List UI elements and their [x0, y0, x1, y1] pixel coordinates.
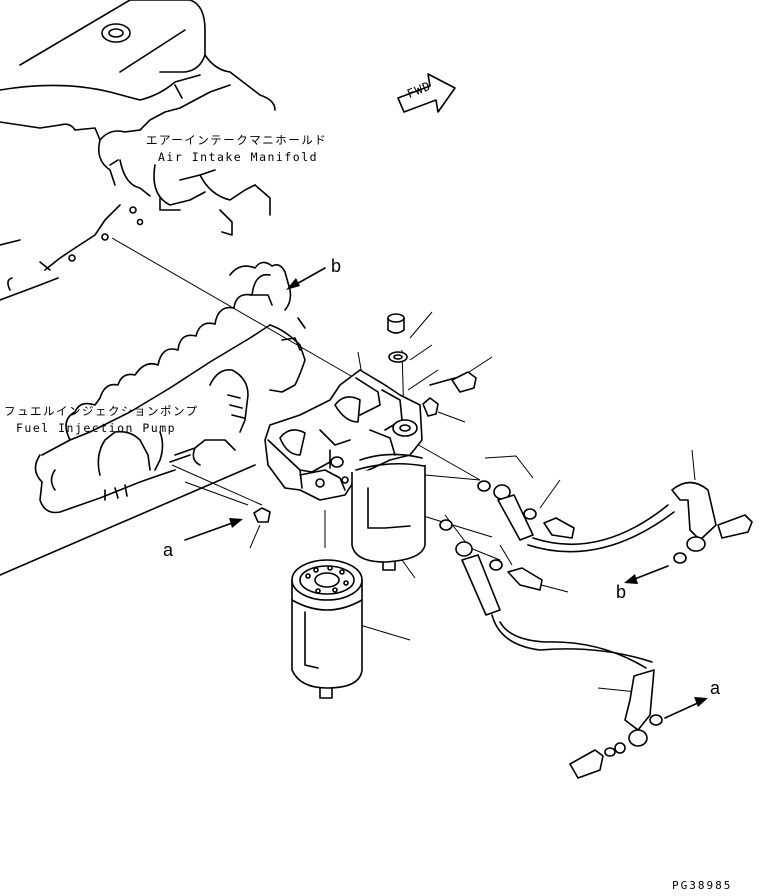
callout-arrows	[184, 267, 708, 719]
engine-block	[0, 0, 276, 301]
callout-a-left: a	[163, 540, 174, 560]
callout-b-top: b	[331, 256, 342, 276]
filter-cartridge	[291, 559, 363, 699]
callout-b-right: b	[616, 582, 627, 602]
upper-fuel-hose	[477, 480, 753, 564]
callout-a-right: a	[710, 678, 721, 698]
lower-fuel-hose	[439, 519, 663, 779]
air-intake-label-jp: エアーインテークマニホールド	[146, 133, 328, 147]
filter-head-bracket	[264, 369, 423, 501]
leader-lines	[111, 237, 696, 693]
fwd-arrow	[397, 73, 456, 113]
drawing-code: PG38985	[672, 879, 733, 892]
fuel-pump-label-en: Fuel Injection Pump	[16, 421, 177, 435]
fuel-injection-pump	[34, 261, 306, 514]
installed-filter	[351, 453, 426, 571]
air-intake-label-en: Air Intake Manifold	[158, 150, 319, 164]
small-parts	[253, 313, 477, 523]
fuel-pump-label-jp: フュエルインジェクションポンプ	[4, 404, 199, 418]
